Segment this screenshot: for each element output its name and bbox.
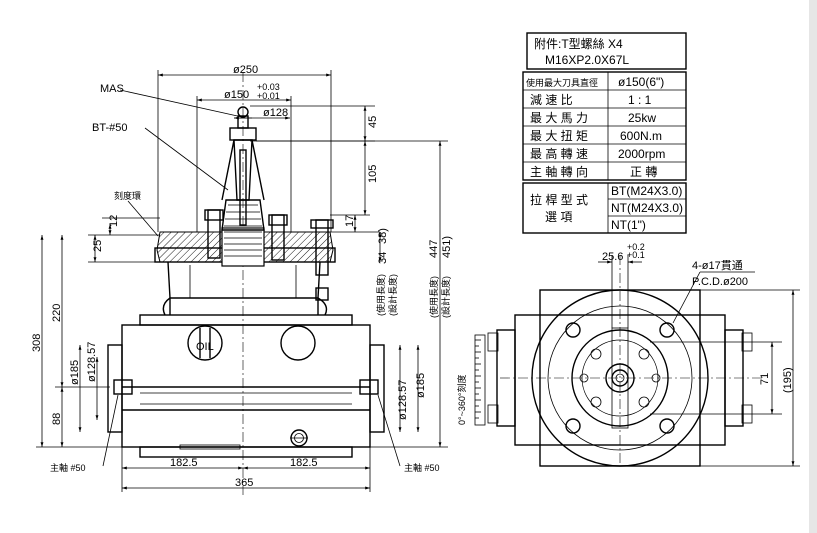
accessory-note [526,32,687,70]
dim-h34: 34 [377,252,389,264]
use-length-a: (使用長度) [375,274,386,316]
mas-label: MAS [100,83,124,95]
dim-h38: 38) [377,228,389,244]
spec-value-1: 1 : 1 [628,93,652,107]
oil-label: OIL [196,341,214,353]
main-body [121,324,371,448]
design-length-a: (設計長度) [387,274,398,316]
dim-d12857-left: ø128.57 [86,342,98,382]
dim-h447: 447 [428,240,440,258]
dim-w1825-right: 182.5 [290,457,318,469]
pull-stud-table [522,182,687,234]
holes-label: 4-ø17貫通 [692,259,743,272]
spec-label-1: 減 速 比 [530,92,573,107]
pull-stud-label-2: 選 項 [545,210,572,224]
pull-stud-option-1: NT(M24X3.0) [611,201,683,215]
dim-d150-tol-minus: +0.01 [257,91,280,101]
dim-h88: 88 [51,413,63,425]
bt50-label: BT-#50 [92,122,127,134]
dim-w1825-left: 182.5 [170,457,198,469]
dim-h71: 71 [759,373,771,385]
rotation-label: 0°~360°刻度 [456,375,467,425]
dim-d12857-right: ø128.57 [397,380,409,420]
use-length-b: (使用長度) [428,276,439,318]
dim-d185-left: ø185 [69,360,81,385]
bolt-hole [565,322,675,434]
dim-h105: 105 [367,165,379,183]
spec-label-0: 使用最大刀具直徑 [526,77,598,88]
spec-label-2: 最 大 馬 力 [530,111,588,125]
pull-stud-label-1: 拉 桿 型 式 [530,192,588,207]
dim-h451: 451) [441,236,453,258]
spindle-right-label: 主軸 #50 [404,462,440,473]
dim-d185-right: ø185 [415,373,427,398]
dim-slot-tol-plus: +0.2 [627,242,645,252]
dim-h308: 308 [31,334,43,352]
top-view: 25.6 +0.2 +0.1 4-ø17貫通 P.C.D.ø200 71 (19… [456,242,800,467]
dim-h45: 45 [367,116,379,128]
dim-h25: 25 [92,240,104,252]
dim-slot-tol-minus: +0.1 [627,250,645,260]
note-line1: 附件:T型螺絲 X4 [534,36,623,51]
spec-value-0: ø150(6") [618,75,664,89]
spec-value-3: 600N.m [620,129,662,143]
dim-w365: 365 [235,477,253,489]
dim-h220: 220 [51,304,63,322]
spec-value-5: 正 轉 [630,165,657,179]
spec-label-4: 最 高 轉 速 [530,146,588,161]
pull-stud-option-2: NT(1") [611,218,646,232]
dim-d250: ø250 [233,64,258,76]
dim-h17: 17 [344,215,356,227]
pcd-label: P.C.D.ø200 [692,276,748,288]
spec-area: 附件:T型螺絲 X4 M16XP2.0X67L 使用最大刀具直徑 ø150(6"… [522,32,687,234]
design-length-b: (設計長度) [440,276,451,318]
scrollbar-track[interactable] [809,0,817,533]
note-line2: M16XP2.0X67L [545,53,629,67]
dim-d150-tol-plus: +0.03 [257,82,280,92]
spec-label-5: 主 軸 轉 向 [530,164,588,179]
spec-value-2: 25kw [628,111,656,125]
spec-label-3: 最 大 扭 矩 [530,129,588,143]
scale-ticks [475,339,481,419]
dim-h195: (195) [782,367,794,393]
spindle-left-label: 主軸 #50 [50,462,86,473]
spec-value-4: 2000rpm [618,147,665,161]
scale-ring-label: 刻度環 [114,190,141,201]
dim-d150: ø150 [224,89,249,101]
dim-h12: 12 [108,215,120,227]
dim-slot: 25.6 [602,251,623,263]
dim-d128-top: ø128 [263,107,288,119]
front-view: OIL MAS [31,64,453,495]
pull-stud-option-0: BT(M24X3.0) [611,184,682,198]
